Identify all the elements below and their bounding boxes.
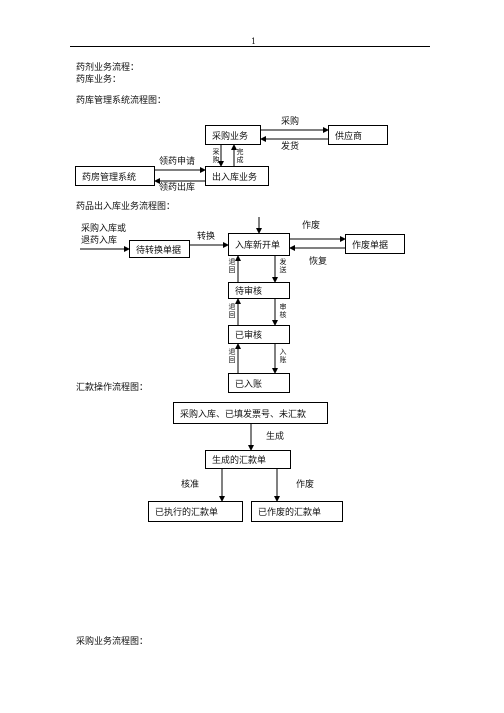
purchase-business-box: 采购业务 <box>205 125 261 145</box>
pending-review-box: 待审核 <box>228 282 290 299</box>
voided-receipt-box: 作废单据 <box>345 234 405 254</box>
label-return-3: 退回 <box>228 348 236 364</box>
label-generate: 生成 <box>266 432 285 442</box>
label-purchase: 采购 <box>281 117 300 127</box>
label-request: 领药申请 <box>159 157 196 167</box>
section-purchase-flow: 采购业务流程图： <box>76 637 149 647</box>
header-rule <box>70 46 430 47</box>
pending-convert-box: 待转换单据 <box>129 240 190 258</box>
remit-source-box: 采购入库、已填发票号、未汇款 <box>173 402 328 424</box>
section-pharmacy-flow: 药剂业务流程： <box>76 63 140 73</box>
pharmacy-system-box: 药房管理系统 <box>75 166 155 186</box>
page-number: 1 <box>251 37 257 46</box>
label-post: 入账 <box>279 348 287 364</box>
section-drug-io-flow: 药品出入库业务流程图： <box>76 202 176 212</box>
label-return-1: 退回 <box>228 258 236 274</box>
executed-remit-box: 已执行的汇款单 <box>148 501 243 522</box>
reviewed-box: 已审核 <box>228 325 290 344</box>
io-business-box: 出入库业务 <box>205 166 269 186</box>
label-send: 发送 <box>279 258 287 274</box>
section-warehouse-system-flow: 药库管理系统流程图： <box>76 96 167 106</box>
label-review: 审核 <box>279 303 287 319</box>
new-receipt-box: 入库新开单 <box>228 233 290 256</box>
label-restore: 恢复 <box>309 257 328 267</box>
label-complete-vertical: 完成 <box>236 148 244 164</box>
voided-remit-box: 已作废的汇款单 <box>251 501 343 522</box>
source-label-1: 采购入库或 <box>81 224 127 234</box>
label-void-remit: 作废 <box>296 480 315 490</box>
generated-remit-box: 生成的汇款单 <box>205 450 291 469</box>
section-warehouse-business: 药库业务： <box>76 75 122 85</box>
label-convert: 转换 <box>197 232 216 242</box>
source-label-2: 退药入库 <box>81 236 118 246</box>
label-void: 作废 <box>302 221 321 231</box>
label-out: 领药出库 <box>159 183 196 193</box>
section-remittance-flow: 汇款操作流程图： <box>76 383 149 393</box>
label-approve: 核准 <box>181 480 200 490</box>
supplier-box: 供应商 <box>328 125 388 145</box>
posted-box: 已入账 <box>228 373 290 393</box>
label-purchase-vertical: 采购 <box>212 148 220 164</box>
label-return-2: 退回 <box>228 303 236 319</box>
label-delivery: 发货 <box>281 142 300 152</box>
